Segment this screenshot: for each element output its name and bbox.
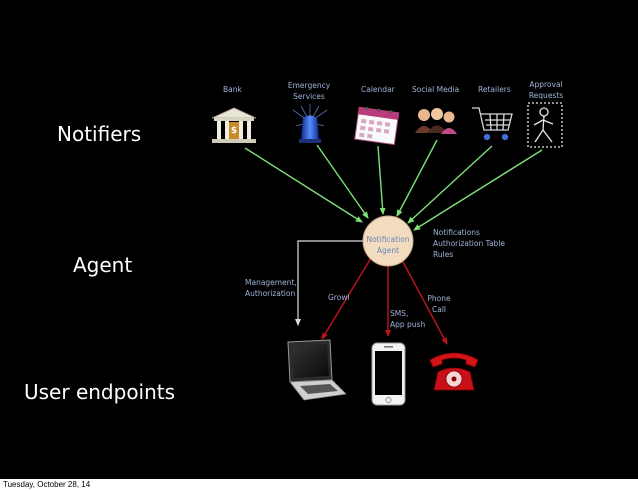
agent-node <box>362 215 414 267</box>
arrow-emergency-to-agent <box>316 144 369 219</box>
notifications-rules-label: Notifications Authorization Table Rules <box>433 228 506 259</box>
people-icon <box>415 108 457 134</box>
arrow-retailers-to-agent <box>407 145 493 224</box>
agent-node-label: Notification Agent <box>366 235 410 255</box>
siren-icon <box>292 104 328 143</box>
footer-date: Tuesday, October 28, 14 <box>3 480 91 489</box>
telephone-icon <box>429 352 479 391</box>
bank-icon: $ <box>211 107 257 143</box>
slide: Notifiers Agent User endpoints <box>24 80 564 406</box>
management-label: Management, Authorization <box>245 278 297 298</box>
phone-call-label: Phone Call <box>427 294 451 314</box>
incoming-arrows <box>244 139 543 231</box>
notifiers-heading: Notifiers <box>57 122 142 146</box>
arrow-agent-to-telephone <box>401 259 448 345</box>
social-media-label: Social Media <box>412 85 460 94</box>
smartphone-icon <box>371 342 406 406</box>
approval-label: Approval Requests <box>528 80 564 100</box>
arrow-agent-to-laptop <box>321 257 372 340</box>
calendar-icon <box>354 106 400 146</box>
agent-heading: Agent <box>73 253 133 277</box>
arrow-management <box>295 240 364 326</box>
arrow-calendar-to-agent <box>377 145 386 215</box>
growl-label: Growl <box>328 293 350 302</box>
outgoing-arrows <box>321 257 448 345</box>
arrow-approval-to-agent <box>413 149 543 231</box>
diagram-canvas: $ <box>211 102 563 406</box>
approval-figure-icon <box>527 102 563 148</box>
bank-label: Bank <box>223 85 242 94</box>
footer-bar: Tuesday, October 28, 14 <box>0 479 638 491</box>
user-endpoints-heading: User endpoints <box>24 380 176 404</box>
svg-text:$: $ <box>231 126 237 136</box>
calendar-label: Calendar <box>361 85 395 94</box>
laptop-icon <box>287 339 347 401</box>
arrow-bank-to-agent <box>244 147 363 223</box>
cart-icon <box>472 107 513 141</box>
emergency-label: Emergency Services <box>287 81 331 101</box>
arrow-social-to-agent <box>396 139 438 217</box>
sms-label: SMS, App push <box>390 309 426 329</box>
retailers-label: Retailers <box>478 85 511 94</box>
